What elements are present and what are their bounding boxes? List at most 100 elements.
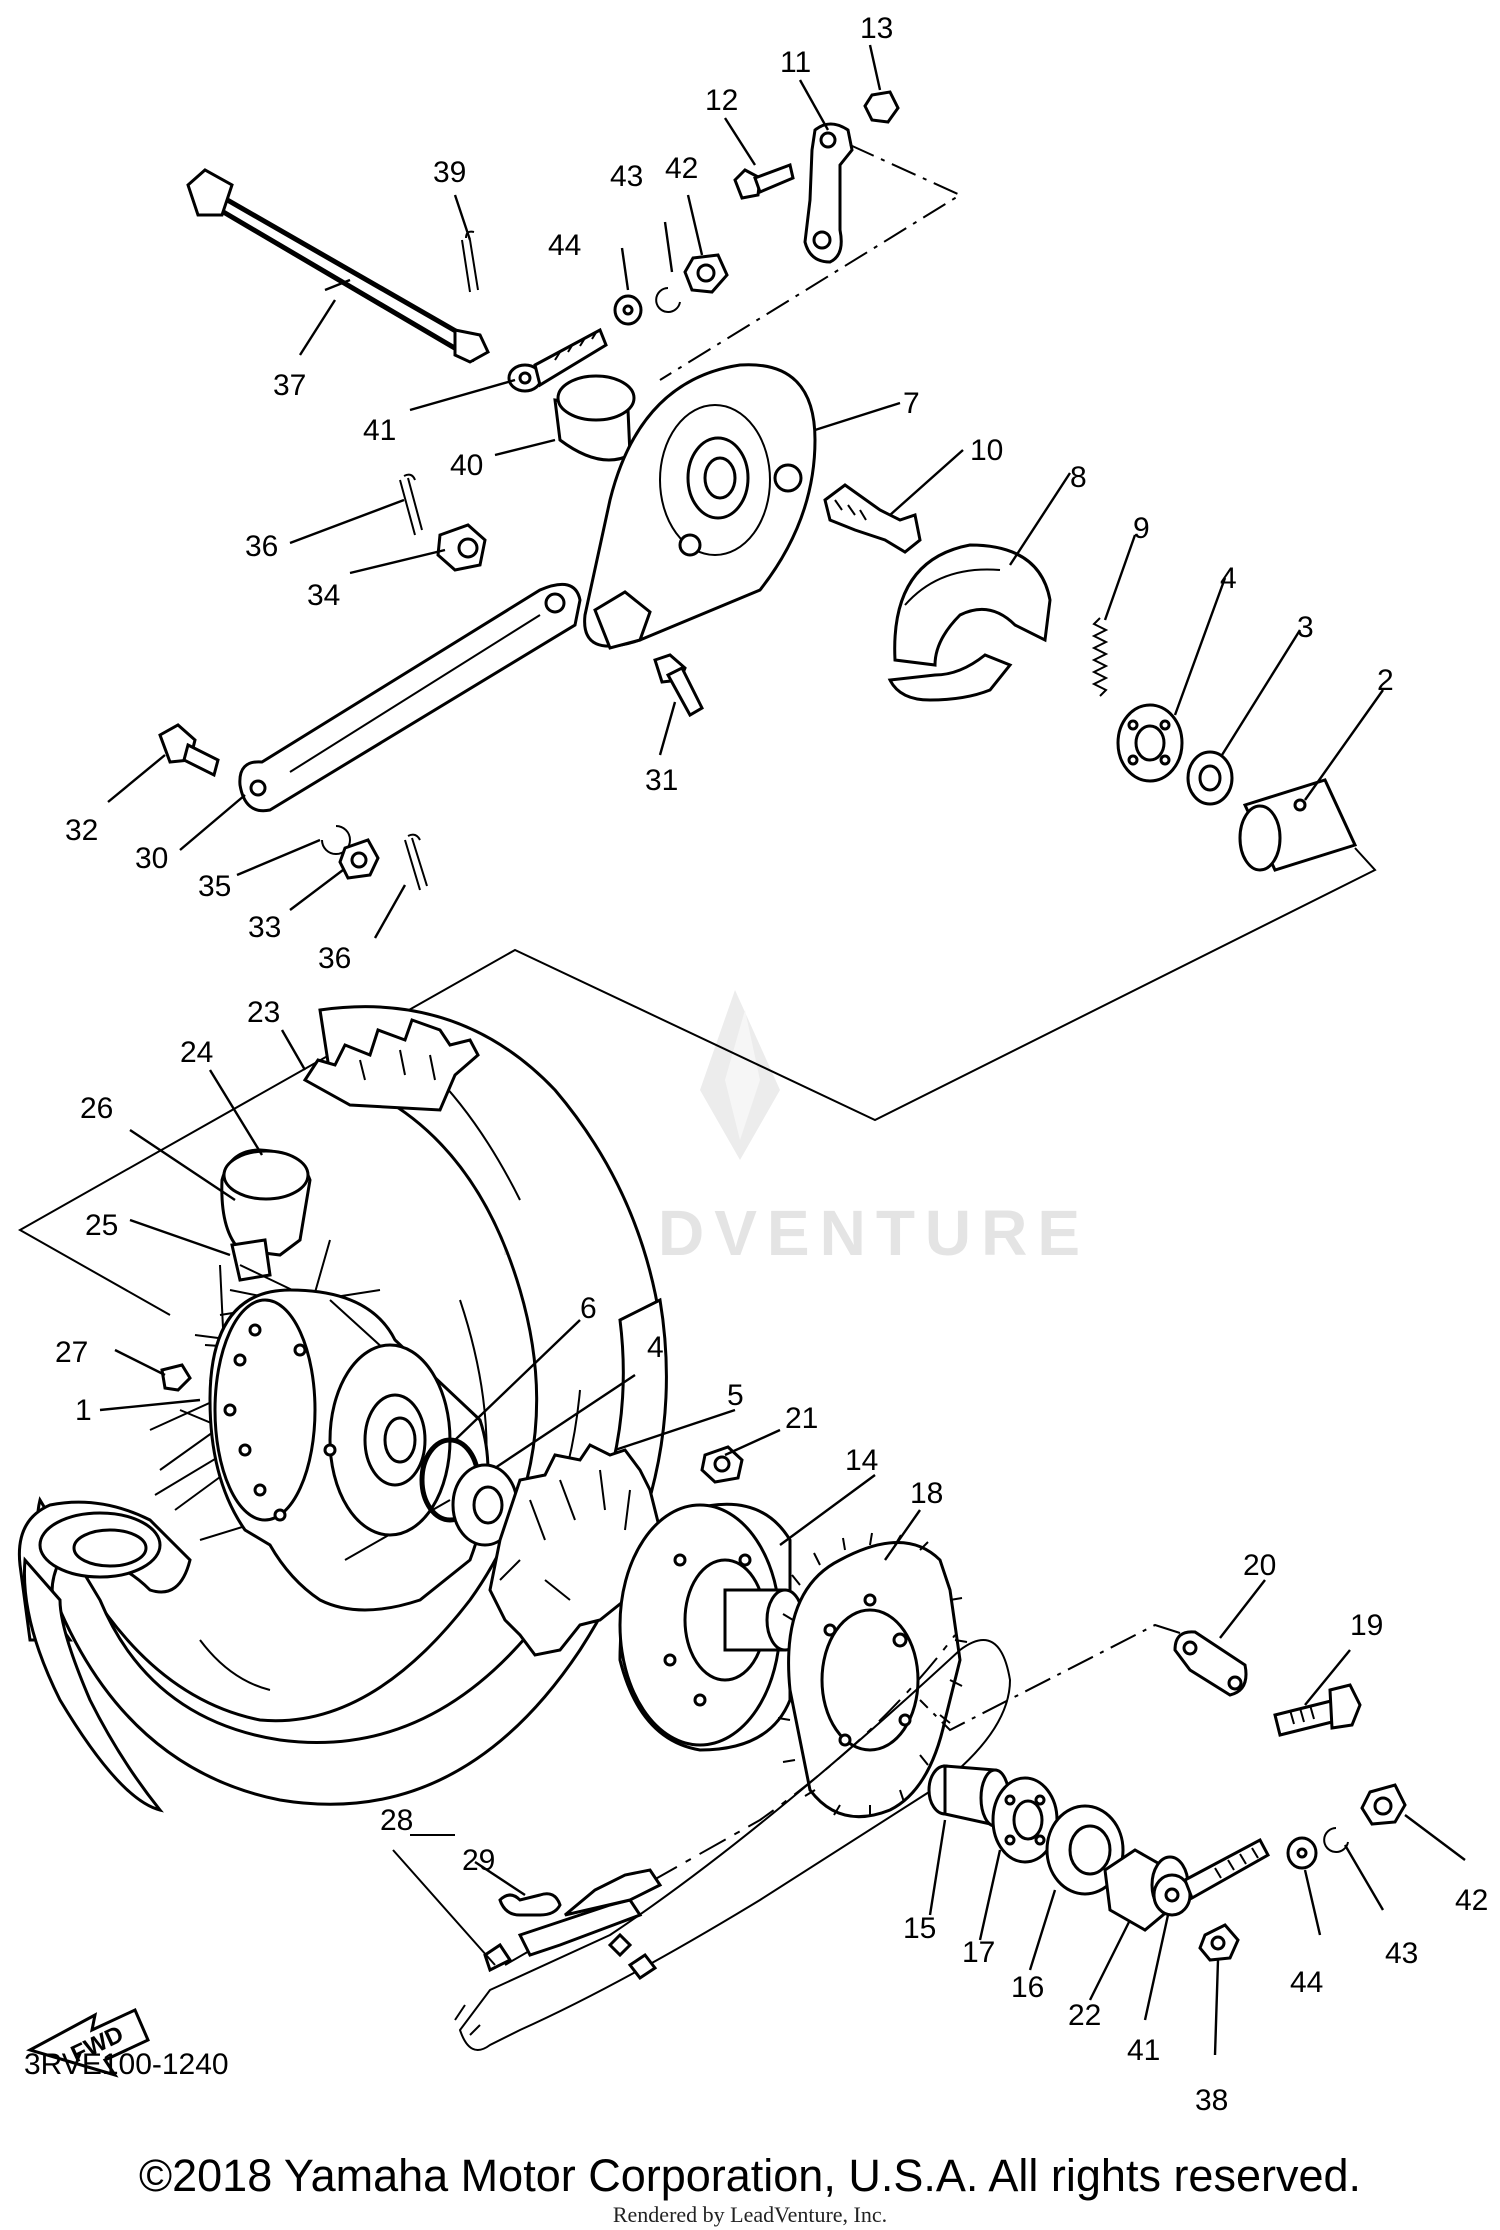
brake-cam-10 (823, 483, 922, 554)
cotter-pin-39 (461, 230, 479, 293)
bolt-19 (1273, 1683, 1362, 1737)
callout-20: 20 (1243, 1549, 1276, 1582)
callout-33: 33 (248, 911, 281, 944)
brake-shoe-plate-7 (583, 363, 817, 650)
chain-bracket-28 (392, 1834, 496, 1966)
callout-21: 21 (785, 1402, 818, 1435)
callout-2: 2 (1377, 664, 1394, 697)
cotter-pin-36-lower (404, 833, 428, 891)
callout-15: 15 (903, 1912, 936, 1945)
callout-labels: 13 11 12 39 43 42 44 37 41 40 7 10 8 9 4… (55, 12, 1488, 2117)
callout-13: 13 (860, 12, 893, 45)
callout-40: 40 (450, 449, 483, 482)
callout-29: 29 (462, 1844, 495, 1877)
bolt-31 (653, 653, 704, 718)
callout-43-lower: 43 (1385, 1937, 1418, 1970)
callout-31: 31 (645, 764, 678, 797)
nut-34 (436, 523, 487, 572)
nut-42 (683, 253, 729, 294)
bolt-12 (733, 162, 795, 200)
callout-41: 41 (363, 414, 396, 447)
bolt-32 (158, 723, 220, 778)
spacer-2 (1238, 778, 1358, 872)
callout-27: 27 (55, 1336, 88, 1369)
wheel-hub-1 (208, 1288, 490, 1612)
bearing-17 (991, 1776, 1059, 1864)
callout-9: 9 (1133, 512, 1150, 545)
callout-22: 22 (1068, 1999, 1101, 2032)
torque-arm-30 (238, 582, 582, 813)
callout-14: 14 (845, 1444, 878, 1477)
rim-band-26 (220, 1148, 312, 1257)
callout-28: 28 (380, 1804, 413, 1837)
adjuster-bolt-41 (507, 327, 608, 393)
callout-5: 5 (727, 1379, 744, 1412)
lock-washer-43-lower (1323, 1827, 1349, 1853)
callout-10: 10 (970, 434, 1003, 467)
callout-30: 30 (135, 842, 168, 875)
bearing-4-lower (451, 1463, 519, 1547)
callout-3: 3 (1297, 611, 1314, 644)
callout-4-upper: 4 (1220, 562, 1237, 595)
hub-damper-5 (488, 1443, 662, 1657)
nut-42-lower (1360, 1783, 1407, 1826)
callout-38: 38 (1195, 2084, 1228, 2117)
callout-44: 44 (548, 229, 581, 262)
spring-9 (1091, 617, 1109, 697)
callout-18: 18 (910, 1477, 943, 1510)
spoke-nipple-27 (160, 1363, 192, 1392)
assembly-line-2 (17, 847, 1377, 1316)
valve-25 (230, 1238, 272, 1282)
axle-37 (186, 168, 490, 364)
nut-33 (338, 838, 380, 880)
nut-38 (1198, 1923, 1240, 1962)
master-link-29 (483, 1868, 663, 1981)
callout-7: 7 (903, 387, 920, 420)
lock-plate-20 (1173, 1630, 1248, 1697)
callout-1: 1 (75, 1394, 92, 1427)
tube-rim (17, 1500, 192, 1813)
copyright-notice: ©2018 Yamaha Motor Corporation, U.S.A. A… (138, 2150, 1362, 2201)
oil-seal-16 (1045, 1804, 1125, 1896)
callout-4-lower: 4 (647, 1331, 664, 1364)
diagram-part-code: 3RVE100-1240 (24, 2048, 229, 2081)
adjuster-bolt-41-lower (1152, 1837, 1271, 1917)
callout-43: 43 (610, 160, 643, 193)
callout-11: 11 (780, 46, 811, 79)
callout-23: 23 (247, 996, 280, 1029)
rendered-by-notice: Rendered by LeadVenture, Inc. (612, 2202, 888, 2227)
cotter-pin-36-upper (399, 473, 423, 536)
callout-32: 32 (65, 814, 98, 847)
callout-36-upper: 36 (245, 530, 278, 563)
sprocket-hub-14 (618, 1502, 805, 1752)
callout-17: 17 (962, 1936, 995, 1969)
lock-washer-43 (655, 287, 681, 313)
callout-39: 39 (433, 156, 466, 189)
brake-shoes-8 (887, 543, 1052, 702)
callout-26: 26 (80, 1092, 113, 1125)
washer-44-hole (622, 304, 634, 316)
callout-34: 34 (307, 579, 340, 612)
callout-36-lower: 36 (318, 942, 351, 975)
callout-42-lower: 42 (1455, 1884, 1488, 1917)
oil-seal-3 (1186, 750, 1234, 806)
collar-40 (553, 374, 636, 462)
assembly-line-20 (919, 1623, 1181, 1732)
callout-19: 19 (1350, 1609, 1383, 1642)
callout-44-lower: 44 (1290, 1966, 1323, 1999)
callout-24: 24 (180, 1036, 213, 1069)
callout-41-lower: 41 (1127, 2034, 1160, 2067)
nut-21 (700, 1445, 744, 1484)
callout-37: 37 (273, 369, 306, 402)
callout-35: 35 (198, 870, 231, 903)
nut-13 (863, 90, 900, 124)
sprocket-18 (777, 1532, 968, 1819)
callout-6: 6 (580, 1292, 597, 1325)
bearing-4-upper (1116, 703, 1184, 783)
cam-lever-11 (803, 122, 854, 264)
leader-lines (99, 44, 1466, 2056)
callout-16: 16 (1011, 1971, 1044, 2004)
callout-12: 12 (705, 84, 738, 117)
callout-8: 8 (1070, 461, 1087, 494)
